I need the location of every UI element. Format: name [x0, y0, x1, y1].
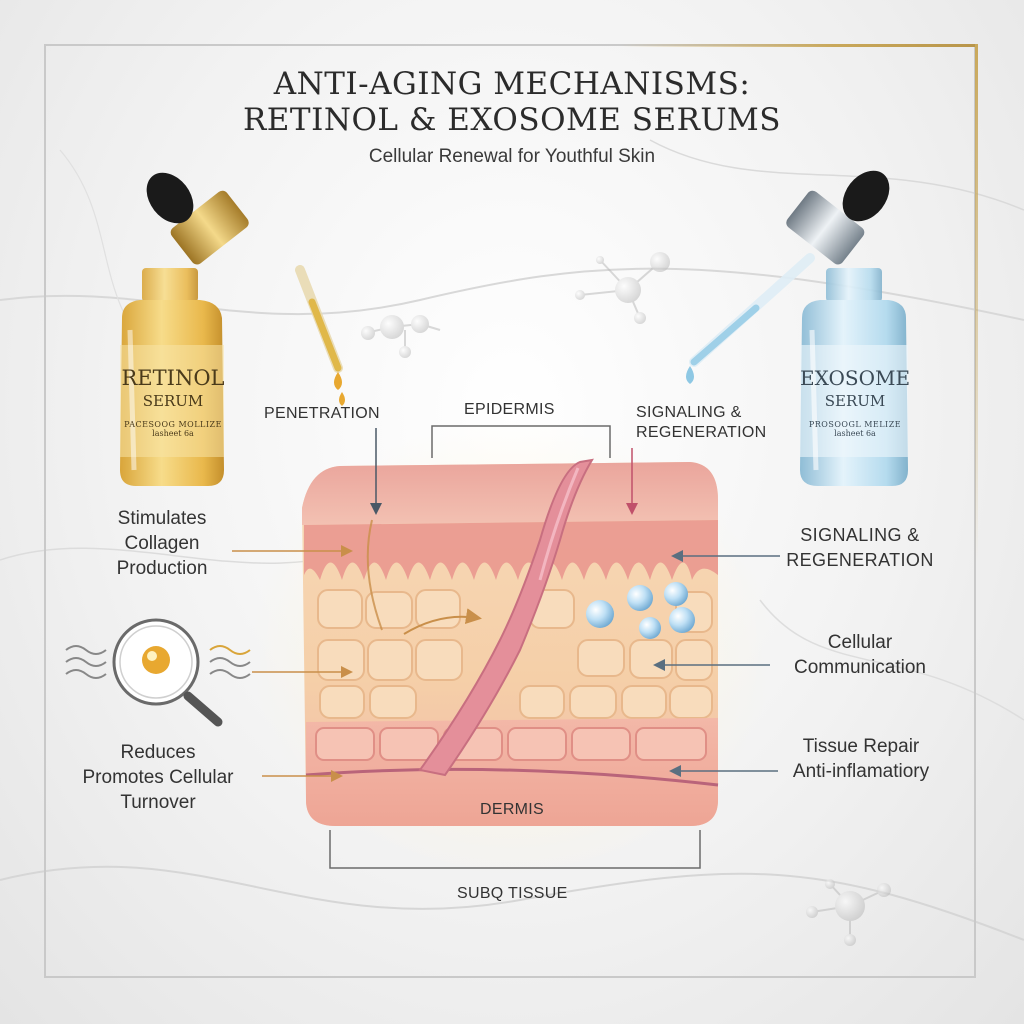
retinol-fine-1: PACESOOG MOLLIZE — [124, 420, 222, 429]
dermis-label: DERMIS — [480, 801, 545, 818]
molecule-icon — [806, 879, 891, 946]
collagen-line-2: Collagen — [124, 533, 200, 554]
exosome-type: SERUM — [824, 392, 886, 410]
retinol-dropper-icon — [146, 172, 345, 406]
signaling-callout: SIGNALING & REGENERATION — [780, 523, 940, 573]
collagen-line-1: Stimulates — [117, 508, 207, 529]
retinol-fine-2: lasheet 6a — [152, 429, 194, 438]
frame-gold-accent-right — [975, 44, 978, 564]
penetration-label: PENETRATION — [264, 405, 380, 422]
repair-line-1: Tissue Repair — [802, 736, 920, 757]
exosome-vesicles — [586, 582, 695, 639]
collagen-line-3: Production — [116, 558, 208, 579]
turnover-line-1: Reduces — [120, 742, 196, 763]
top-signaling-label-2: REGENERATION — [636, 424, 767, 441]
epidermis-bracket — [431, 425, 611, 458]
subq-tissue-label: SUBQ TISSUE — [457, 885, 568, 902]
subtitle: Cellular Renewal for Youthful Skin — [368, 146, 656, 167]
epidermis-label: EPIDERMIS — [464, 401, 555, 418]
skin-cross-section — [302, 458, 719, 826]
signaling-line-2: REGENERATION — [786, 550, 934, 570]
collagen-callout: Stimulates Collagen Production — [92, 506, 232, 581]
exosome-name: EXOSOME — [800, 366, 911, 390]
retinol-bottle — [120, 268, 224, 486]
repair-line-2: Anti-inflamatiory — [792, 761, 930, 782]
magnifier-icon — [112, 618, 223, 727]
top-signaling-label-1: SIGNALING & — [636, 404, 742, 421]
title-line-1: ANTI-AGING MECHANISMS: — [273, 66, 751, 102]
turnover-callout: Reduces Promotes Cellular Turnover — [58, 740, 258, 815]
molecule-icon — [575, 252, 670, 324]
exosome-bottle — [800, 268, 908, 486]
turnover-line-2: Promotes Cellular — [82, 767, 234, 788]
communication-callout: Cellular Communication — [780, 630, 940, 680]
title-line-2: RETINOL & EXOSOME SERUMS — [242, 102, 782, 138]
wave-icon — [65, 645, 251, 679]
retinol-type: SERUM — [142, 392, 204, 410]
communication-line-1: Cellular — [827, 632, 893, 653]
turnover-line-3: Turnover — [120, 792, 196, 813]
signaling-line-1: SIGNALING & — [800, 525, 920, 545]
exosome-fine-1: PROSOOGL MELIZE — [808, 420, 902, 429]
exosome-fine-2: lasheet 6a — [834, 429, 876, 438]
repair-callout: Tissue Repair Anti-inflamatiory — [776, 734, 946, 784]
subq-bracket — [329, 830, 701, 869]
retinol-name: RETINOL — [121, 366, 225, 390]
communication-line-2: Communication — [794, 657, 926, 678]
exosome-dropper-icon — [686, 170, 890, 384]
retinol-bottle-label: RETINOL SERUM PACESOOG MOLLIZE lasheet 6… — [118, 366, 228, 438]
molecule-icon — [361, 315, 441, 358]
exosome-bottle-label: EXOSOME SERUM PROSOOGL MELIZE lasheet 6a — [800, 366, 910, 438]
frame-gold-accent-top — [620, 44, 978, 47]
